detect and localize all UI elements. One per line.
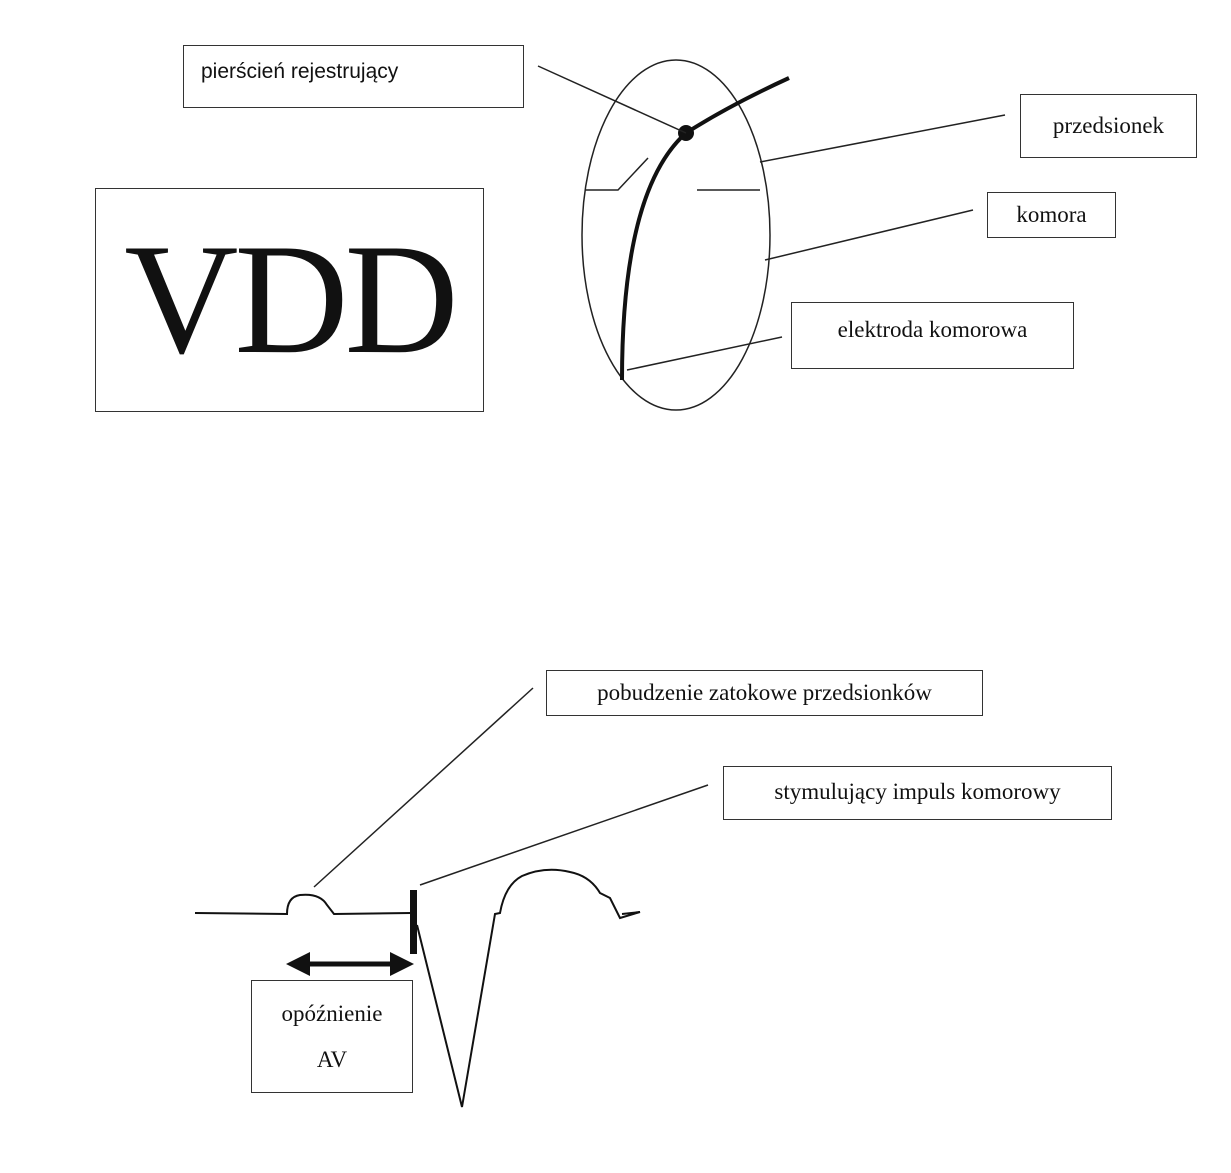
ventricle-label-box: komora (987, 192, 1116, 238)
av-delay-label-line1: opóźnienie (281, 1000, 383, 1026)
av-delay-label-box: opóźnienie AV (251, 980, 413, 1093)
ecg-trace (194, 868, 641, 1108)
leader-ring (537, 65, 687, 134)
lead-label: elektroda komorowa (837, 317, 1028, 342)
septum-line-left (585, 157, 649, 191)
mode-box: VDD (95, 188, 484, 412)
leader-lead (626, 336, 783, 371)
lead-label-box: elektroda komorowa (791, 302, 1074, 369)
ventricle-label: komora (1016, 202, 1087, 227)
pacing-label: stymulujący impuls komorowy (774, 779, 1061, 804)
leader-atrium (759, 114, 1006, 163)
mode-label: VDD (124, 212, 458, 387)
leader-sinus (313, 687, 534, 888)
sinus-label-box: pobudzenie zatokowe przedsionków (546, 670, 983, 716)
atrium-label: przedsionek (1052, 113, 1165, 138)
heart-ellipse (581, 59, 771, 411)
sinus-label: pobudzenie zatokowe przedsionków (597, 680, 932, 705)
lead-wire (620, 76, 790, 381)
pacing-label-box: stymulujący impuls komorowy (723, 766, 1112, 820)
leader-pacing (419, 784, 709, 886)
ring-label-box: pierścień rejestrujący (183, 45, 524, 108)
pacing-spike (410, 890, 417, 954)
leader-ventricle (764, 209, 974, 261)
ring-label: pierścień rejestrujący (201, 60, 399, 83)
atrium-label-box: przedsionek (1020, 94, 1197, 158)
av-delay-arrow (286, 952, 414, 976)
av-delay-label-line2: AV (316, 1046, 348, 1072)
